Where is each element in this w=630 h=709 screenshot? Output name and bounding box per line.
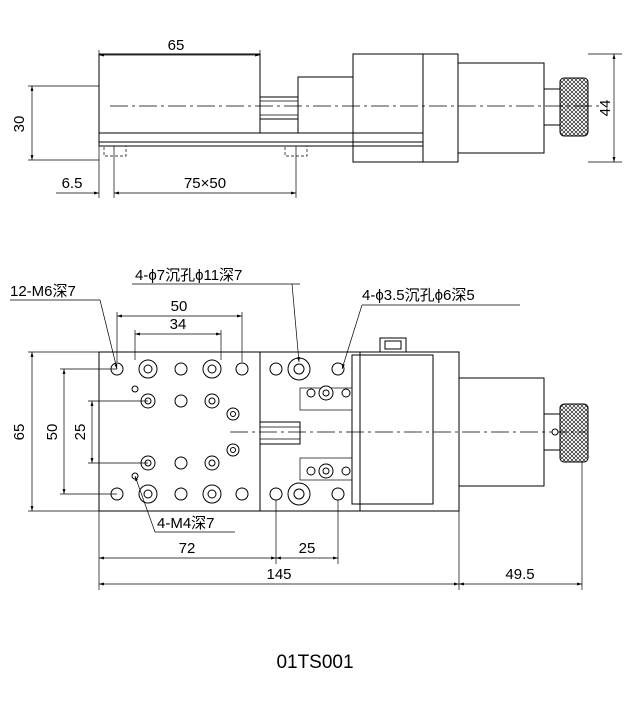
side-view: 65 30 44 6.5 75×50 bbox=[11, 37, 622, 198]
note-counterbore-3-5: 4-ϕ3.5沉孔ϕ6深5 bbox=[362, 287, 475, 304]
dim-34: 34 bbox=[170, 316, 187, 333]
dim-72: 72 bbox=[179, 540, 196, 557]
dim-6-5: 6.5 bbox=[62, 175, 83, 192]
dim-49-5: 49.5 bbox=[505, 566, 534, 583]
note-m6: 12-M6深7 bbox=[10, 283, 76, 300]
side-feet bbox=[103, 145, 308, 160]
dim-145: 145 bbox=[266, 566, 291, 583]
dim-44-side: 44 bbox=[597, 100, 614, 117]
leader-lines bbox=[10, 283, 520, 533]
dim-30-side: 30 bbox=[11, 116, 28, 133]
dim-65-side: 65 bbox=[168, 37, 185, 54]
note-m4: 4-M4深7 bbox=[157, 515, 215, 532]
dim-50-left: 50 bbox=[44, 424, 61, 441]
dim-25-left: 25 bbox=[72, 424, 89, 441]
counterbore-holes bbox=[138, 357, 311, 506]
m4-holes bbox=[131, 385, 351, 480]
dim-25-bottom: 25 bbox=[299, 540, 316, 557]
top-view: 12-M6深7 4-ϕ7沉孔ϕ11深7 4-ϕ3.5沉孔ϕ6深5 4-M4深7 … bbox=[10, 267, 589, 590]
m6-holes bbox=[110, 362, 345, 501]
dim-50-top: 50 bbox=[171, 298, 188, 315]
model-label: 01TS001 bbox=[276, 652, 353, 673]
dim-65-top: 65 bbox=[11, 424, 28, 441]
dim-75x50: 75×50 bbox=[184, 175, 226, 192]
note-counterbore-7: 4-ϕ7沉孔ϕ11深7 bbox=[135, 267, 242, 284]
